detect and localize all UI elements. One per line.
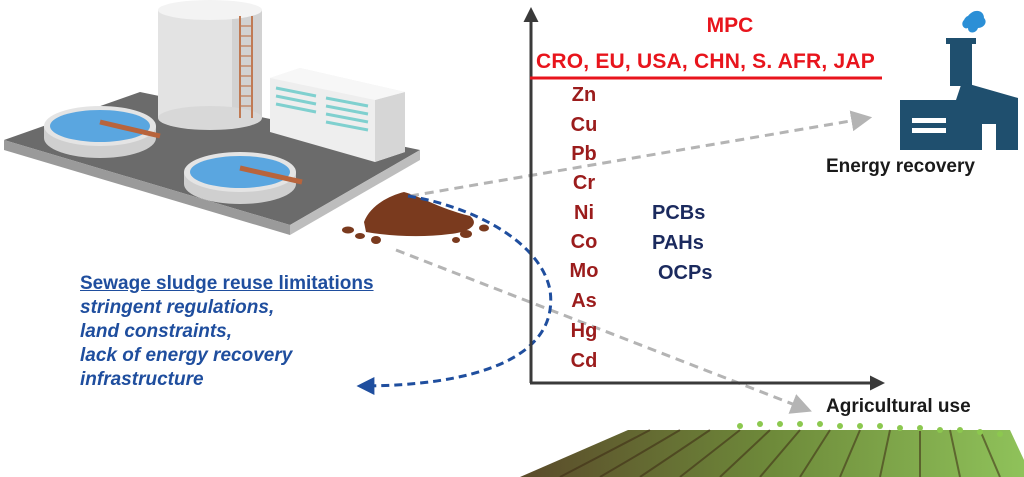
mpc-label: MPC	[706, 14, 754, 37]
limitation-item: stringent regulations,	[80, 297, 275, 318]
limitation-item: land constraints,	[80, 321, 233, 342]
factory-icon	[900, 10, 1018, 150]
arrow-to-limitations	[356, 194, 553, 395]
metal-ni: Ni	[574, 202, 594, 224]
metal-mo: Mo	[569, 260, 599, 282]
metal-cr: Cr	[572, 172, 596, 194]
mpc-countries: CRO, EU, USA, CHN, S. AFR, JAP	[536, 50, 875, 73]
metal-as: As	[571, 290, 597, 312]
energy-recovery-label: Energy recovery	[826, 156, 975, 177]
metal-zn: Zn	[571, 84, 597, 106]
limitation-item: lack of energy recovery	[80, 345, 293, 366]
sludge-pile-icon	[342, 192, 489, 244]
organic-ocps: OCPs	[658, 262, 713, 284]
limitations-block: Sewage sludge reuse limitations stringen…	[80, 272, 374, 392]
metal-cu: Cu	[570, 114, 598, 136]
agricultural-use-label: Agricultural use	[826, 396, 971, 417]
crop-field-icon	[520, 421, 1024, 477]
metal-hg: Hg	[570, 320, 598, 342]
organic-pcbs: PCBs	[652, 202, 706, 224]
wastewater-treatment-plant-icon	[4, 0, 420, 235]
organic-pahs: PAHs	[652, 232, 704, 254]
limitation-item: infrastructure	[80, 369, 204, 390]
metal-pb: Pb	[571, 143, 597, 165]
metal-cd: Cd	[570, 350, 598, 372]
limitations-heading: Sewage sludge reuse limitations	[80, 273, 374, 294]
metal-co: Co	[570, 231, 598, 253]
arrow-to-energy-recovery	[409, 110, 873, 198]
